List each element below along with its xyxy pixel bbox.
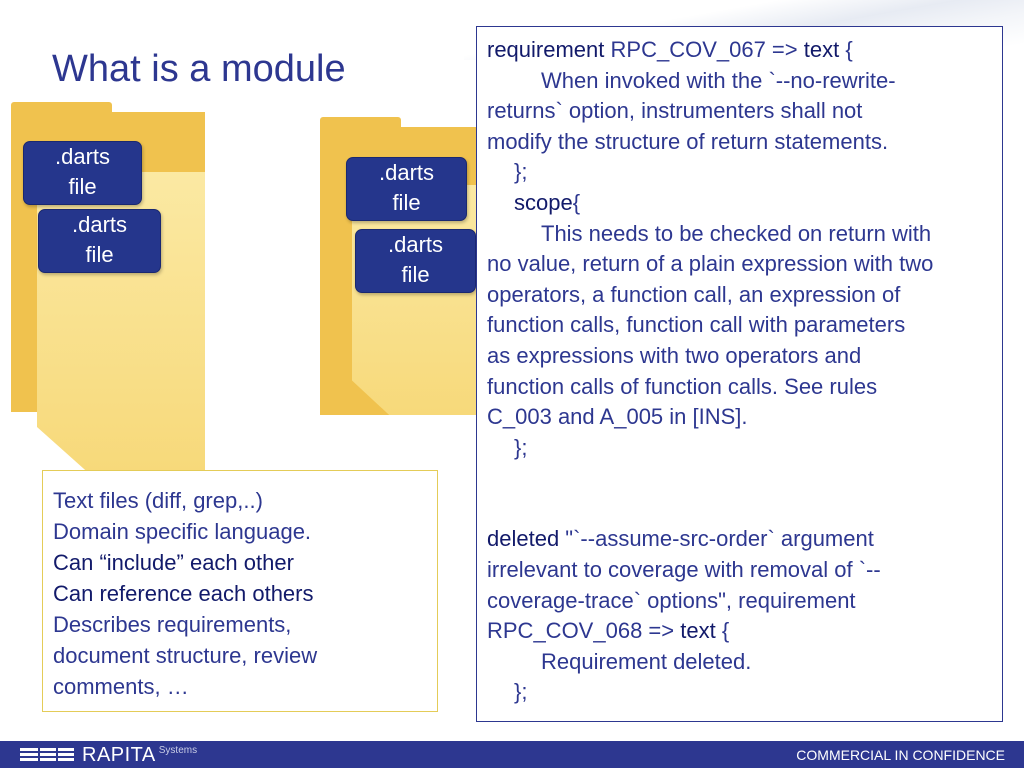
info-line: Text files (diff, grep,..) — [53, 488, 263, 513]
darts-file-left-1: .darts file — [23, 141, 142, 205]
info-line-highlight: Can “include” each other — [53, 550, 294, 575]
keyword-text: text — [803, 37, 840, 62]
module-description-box: Text files (diff, grep,..) Domain specif… — [42, 470, 438, 712]
code-line: When invoked with the `--no-rewrite- — [541, 67, 896, 93]
code-line: scope{ — [514, 189, 581, 215]
code-line: modify the structure of return statement… — [487, 128, 889, 154]
confidentiality-label: COMMERCIAL IN CONFIDENCE — [796, 747, 1005, 763]
darts-file-left-2: .darts file — [38, 209, 161, 273]
code-line: }; — [514, 159, 528, 185]
code-line: RPC_COV_068 => text { — [487, 618, 730, 644]
keyword-requirement: requirement — [487, 37, 605, 62]
darts-file-right-1: .darts file — [346, 157, 467, 221]
code-line: Requirement deleted. — [541, 648, 752, 674]
code-line: function calls, function call with param… — [487, 312, 906, 338]
rapita-logo-icon — [20, 747, 76, 763]
code-line: as expressions with two operators and — [487, 342, 862, 368]
code-line: C_003 and A_005 in [INS]. — [487, 404, 748, 430]
keyword-scope: scope — [514, 189, 573, 215]
code-line: function calls of function calls. See ru… — [487, 373, 878, 399]
code-line: This needs to be checked on return with — [541, 220, 932, 246]
code-line: returns` option, instrumenters shall not — [487, 98, 863, 124]
info-line: document structure, review — [53, 643, 318, 668]
keyword-text: text — [680, 618, 716, 644]
keyword-deleted: deleted — [487, 526, 560, 552]
slide-title: What is a module — [52, 48, 346, 90]
darts-file-right-2: .darts file — [355, 229, 476, 293]
footer-bar: RAPITA Systems COMMERCIAL IN CONFIDENCE — [0, 741, 1024, 768]
info-line: Describes requirements, — [53, 612, 292, 637]
code-line: requirement RPC_COV_067 => text { — [487, 37, 853, 62]
code-line: operators, a function call, an expressio… — [487, 281, 901, 307]
code-line: no value, return of a plain expression w… — [487, 251, 934, 277]
code-line: coverage-trace` options", requirement — [487, 587, 856, 613]
info-line-highlight: Can reference each others — [53, 581, 314, 606]
info-line: comments, … — [53, 674, 189, 699]
info-line: Domain specific language. — [53, 519, 312, 544]
code-line: }; — [514, 679, 528, 705]
rapita-logo: RAPITA Systems — [20, 745, 197, 765]
code-line: irrelevant to coverage with removal of `… — [487, 556, 881, 582]
code-line: deleted "`--assume-src-order` argument — [487, 526, 874, 552]
code-line: }; — [514, 434, 528, 460]
darts-code-panel: requirement RPC_COV_067 => text { When i… — [476, 26, 1003, 722]
